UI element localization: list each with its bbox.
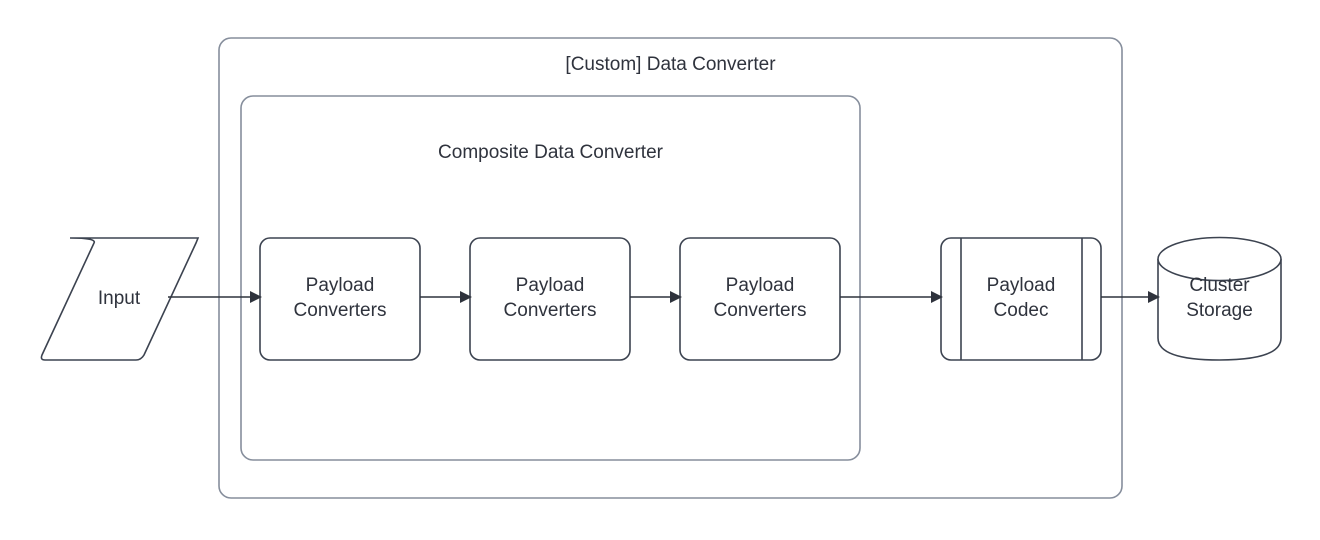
connector-converter-3-to-codec — [840, 291, 943, 303]
connector-codec-to-cluster-storage — [1101, 291, 1160, 303]
connector-converter-1-to-converter-2 — [420, 291, 472, 303]
cluster-storage-top-ellipse — [1157, 236, 1282, 282]
node-payload-converters-1-shape[interactable] — [259, 237, 421, 361]
connector-converter-2-to-converter-3 — [630, 291, 682, 303]
node-payload-converters-3-shape[interactable] — [679, 237, 841, 361]
connector-input-to-converter-1 — [168, 291, 262, 303]
node-payload-converters-2-shape[interactable] — [469, 237, 631, 361]
node-payload-codec-shape[interactable] — [940, 237, 1102, 361]
node-input-shape[interactable] — [40, 237, 200, 361]
node-cluster-storage-shape[interactable] — [1157, 259, 1282, 361]
